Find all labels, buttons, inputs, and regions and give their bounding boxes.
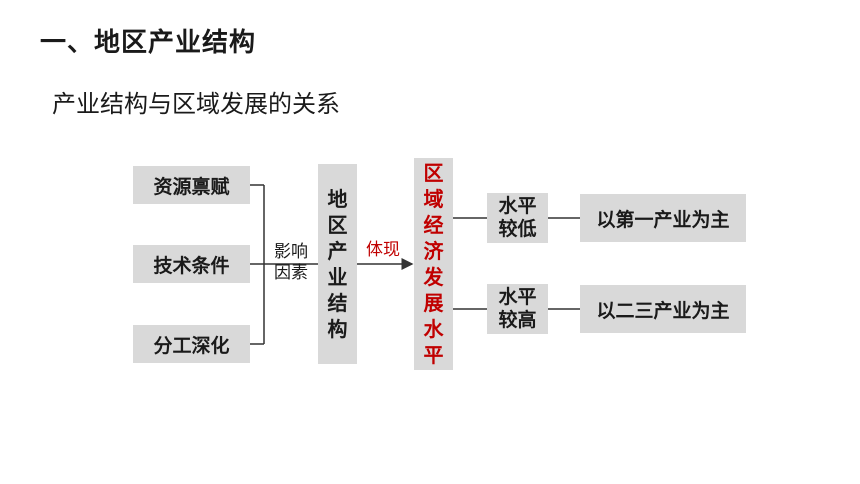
influence-label-line: 因素: [274, 263, 308, 283]
development-char: 济: [423, 239, 444, 263]
embody-label: 体现: [366, 240, 400, 260]
structure-char: 区: [327, 213, 348, 237]
influence-factors-label: 影响 因素: [268, 242, 314, 284]
section-subtitle: 产业结构与区域发展的关系: [52, 90, 340, 118]
development-char: 域: [423, 187, 444, 211]
development-char: 经: [423, 213, 444, 237]
industry-structure-box: 地 区 产 业 结 构: [318, 164, 357, 364]
influence-label-line: 影响: [274, 242, 308, 262]
result-primary-industry-box: 以第一产业为主: [580, 194, 746, 242]
level-high-line: 较高: [498, 309, 537, 331]
structure-char: 产: [327, 239, 348, 263]
structure-char: 地: [327, 187, 348, 211]
development-char: 展: [423, 291, 444, 315]
result-secondary-tertiary-box: 以二三产业为主: [580, 285, 746, 333]
page-title: 一、地区产业结构: [40, 28, 257, 58]
regional-economic-development-level-box: 区 域 经 济 发 展 水 平: [414, 158, 453, 370]
development-char: 水: [423, 317, 444, 341]
level-high-line: 水平: [498, 286, 537, 308]
factor-box-resources: 资源禀赋: [133, 166, 250, 204]
structure-char: 业: [327, 265, 348, 289]
level-low-box: 水平 较低: [487, 193, 548, 243]
development-char: 区: [423, 161, 444, 185]
structure-char: 构: [327, 317, 348, 341]
level-low-line: 水平: [498, 195, 537, 217]
structure-char: 结: [327, 291, 348, 315]
level-high-box: 水平 较高: [487, 284, 548, 334]
factor-box-technology: 技术条件: [133, 245, 250, 283]
development-char: 发: [423, 265, 444, 289]
factor-box-division-of-labor: 分工深化: [133, 325, 250, 363]
level-low-line: 较低: [498, 218, 537, 240]
development-char: 平: [423, 343, 444, 367]
